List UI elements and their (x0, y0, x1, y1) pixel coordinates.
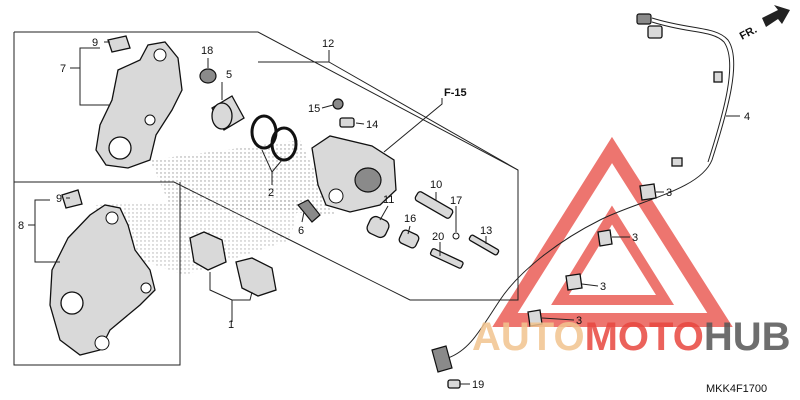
bracket-clip-upper (107, 35, 131, 53)
sensor-bolt (447, 379, 461, 389)
callout-6: 6 (298, 225, 304, 237)
washer-part (452, 232, 460, 240)
callout-3-b: 3 (632, 232, 638, 244)
piston-seals (250, 114, 298, 162)
bracket-clip-lower (61, 189, 83, 209)
callout-7: 7 (60, 63, 66, 75)
callout-12: 12 (322, 38, 334, 50)
callout-17: 17 (450, 195, 462, 207)
callout-8: 8 (18, 220, 24, 232)
wire-clip-1 (639, 183, 657, 201)
watermark-auto: AUTO (472, 315, 585, 359)
watermark-logo: AUTOMOTOHUB (472, 315, 791, 359)
watermark-moto: MOTO (585, 315, 704, 359)
callout-15: 15 (308, 103, 320, 115)
mounting-bolt (468, 234, 500, 256)
caliper-body (311, 135, 397, 213)
callout-3-c: 3 (600, 281, 606, 293)
piston-part (211, 95, 245, 131)
callout-19: 19 (472, 379, 484, 391)
watermark-triangle (492, 136, 733, 327)
callout-4: 4 (744, 111, 750, 123)
callout-20: 20 (432, 231, 444, 243)
reference-label: F-15 (444, 87, 467, 99)
direction-label: FR. (738, 24, 759, 43)
leader-lines (28, 41, 740, 385)
front-direction-arrow (762, 5, 790, 27)
callout-14: 14 (366, 119, 378, 131)
callout-9-lower: 9 (56, 193, 62, 205)
abs-sensor-wire (431, 13, 735, 373)
caliper-bracket-upper (95, 41, 183, 169)
bleeder-valve (339, 117, 355, 128)
callout-9-upper: 9 (92, 37, 98, 49)
callout-3-d: 3 (576, 315, 582, 327)
callout-labels: 1 2 3 3 3 3 3 4 5 6 7 8 9 9 10 11 12 13 … (18, 24, 767, 395)
pin-sleeve (398, 229, 420, 249)
wire-clip-2 (597, 229, 613, 247)
caliper-bracket-lower (49, 204, 156, 356)
diagram-code: MKK4F1700 (706, 383, 767, 395)
callout-3-a: 3 (666, 187, 672, 199)
pad-spring (297, 199, 321, 223)
boot-part (199, 68, 217, 84)
callout-11: 11 (383, 194, 394, 206)
brake-pad-left (189, 231, 227, 271)
bleeder-cap (332, 98, 344, 110)
wire-clip-4 (527, 309, 543, 327)
callout-18: 18 (201, 45, 213, 57)
callout-10: 10 (430, 179, 442, 191)
wire-clip-3 (565, 273, 583, 291)
callout-2: 2 (268, 187, 274, 199)
watermark-hub: HUB (704, 315, 791, 359)
brake-pad-right (235, 257, 277, 297)
callout-13: 13 (480, 225, 492, 237)
callout-16: 16 (404, 213, 416, 225)
svg-text:AUTOMOTOHUB: AUTOMOTOHUB (472, 315, 791, 359)
pin-boot (366, 215, 390, 239)
callout-1: 1 (228, 319, 234, 331)
callout-5: 5 (226, 69, 232, 81)
caliper-assembly-frame (13, 31, 519, 366)
caliper-bolt (429, 248, 464, 269)
caliper-pin (414, 191, 454, 219)
